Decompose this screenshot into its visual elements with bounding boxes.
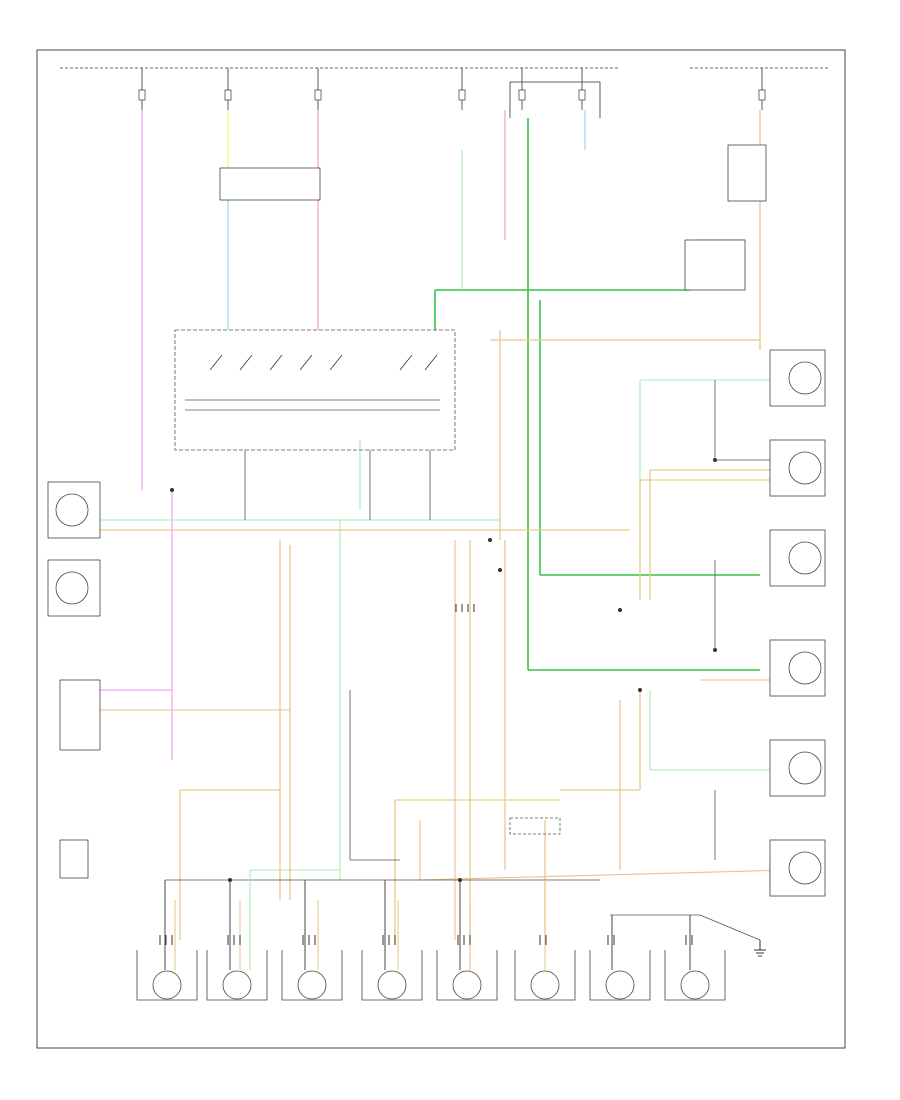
component-boxes — [59, 144, 767, 879]
wire-orange — [100, 540, 791, 940]
wire-gray — [165, 239, 790, 941]
switch-contacts — [209, 354, 438, 371]
hazard-module-box — [59, 839, 89, 879]
dash-light-switch-box — [59, 679, 101, 751]
right-lamp-sockets — [769, 349, 826, 897]
fuse-bus — [60, 67, 830, 118]
rear-lamp-feeds — [164, 870, 691, 970]
turn-flasher-box — [727, 144, 767, 202]
splice-dots — [170, 458, 717, 882]
ground-symbol — [754, 940, 766, 957]
wire-green — [434, 118, 760, 671]
wire-cyan — [227, 110, 586, 330]
fuse-symbols — [138, 89, 766, 101]
cornering-relay-box — [684, 239, 746, 291]
wire-red — [317, 110, 506, 330]
left-front-lamp-sockets — [47, 481, 101, 617]
bulb-outage-module — [219, 167, 321, 201]
wire-tan — [100, 110, 790, 940]
wire-light-green — [100, 150, 790, 880]
wire-pink — [100, 110, 173, 760]
connector-ticks — [159, 604, 693, 945]
diagram-border — [36, 49, 846, 1049]
rear-lamp-sockets — [136, 950, 726, 1001]
